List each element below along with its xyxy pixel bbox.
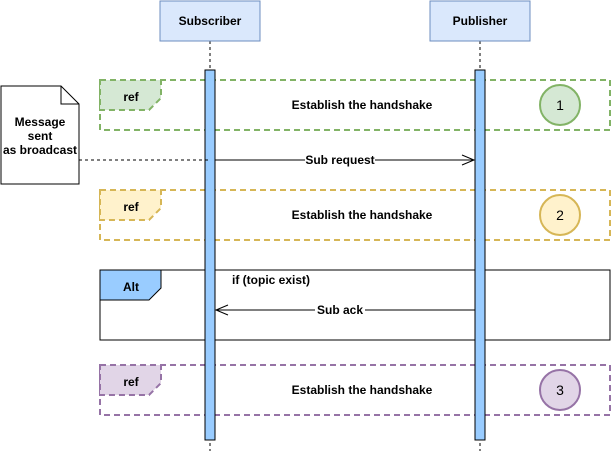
broadcast-note-line-2: sent [28,129,53,143]
alt-fragment-condition: if (topic exist) [232,273,310,287]
ref-fragment-3-badge [539,369,581,411]
ref-fragment-1-tag-label: ref [123,90,139,104]
message-sub-request-label: Sub request [305,153,374,167]
message-sub-ack-label: Sub ack [317,303,363,317]
ref-fragment-1-badge [539,84,581,126]
broadcast-note-line-1: Message [15,115,66,129]
alt-fragment-tag-label: Alt [123,280,139,294]
participant-publisher[interactable]: Publisher [429,0,531,42]
subscriber-activation-bar[interactable] [204,69,216,441]
ref-fragment-2-tag [99,189,162,221]
ref-fragment-1-badge-number: 1 [556,97,564,113]
broadcast-note-line-3: as broadcast [3,143,77,157]
ref-fragment-2-badge-number: 2 [556,207,564,223]
ref-fragment-3-badge-number: 3 [556,382,564,398]
message-sub-ack-label-bg [315,303,365,317]
alt-fragment-tag [99,269,162,301]
broadcast-note-fold [60,86,79,105]
ref-fragment-3-tag [99,364,162,396]
message-sub-request-label-bg [305,153,375,167]
ref-fragment-1-label: Establish the handshake [292,98,433,112]
alt-fragment[interactable]: Alt if (topic exist) [99,269,611,341]
ref-fragment-1[interactable]: ref Establish the handshake 1 [99,79,611,131]
ref-fragment-3-label: Establish the handshake [292,383,433,397]
ref-fragment-2-tag-label: ref [123,200,139,214]
participant-subscriber-label: Subscriber [179,14,242,28]
participant-publisher-label: Publisher [453,14,508,28]
broadcast-note-shape [0,85,80,185]
ref-fragment-2-badge [539,194,581,236]
message-sub-ack[interactable]: Sub ack [216,303,475,317]
ref-fragment-2-label: Establish the handshake [292,208,433,222]
publisher-activation-bar[interactable] [474,69,486,441]
broadcast-note[interactable]: Message sent as broadcast [0,85,80,185]
ref-fragment-3-tag-label: ref [123,375,139,389]
ref-fragment-2[interactable]: ref Establish the handshake 2 [99,189,611,241]
participant-subscriber[interactable]: Subscriber [159,0,261,42]
ref-fragment-1-tag [99,79,162,111]
ref-fragment-3[interactable]: ref Establish the handshake 3 [99,364,611,416]
message-sub-request[interactable]: Sub request [215,153,474,167]
